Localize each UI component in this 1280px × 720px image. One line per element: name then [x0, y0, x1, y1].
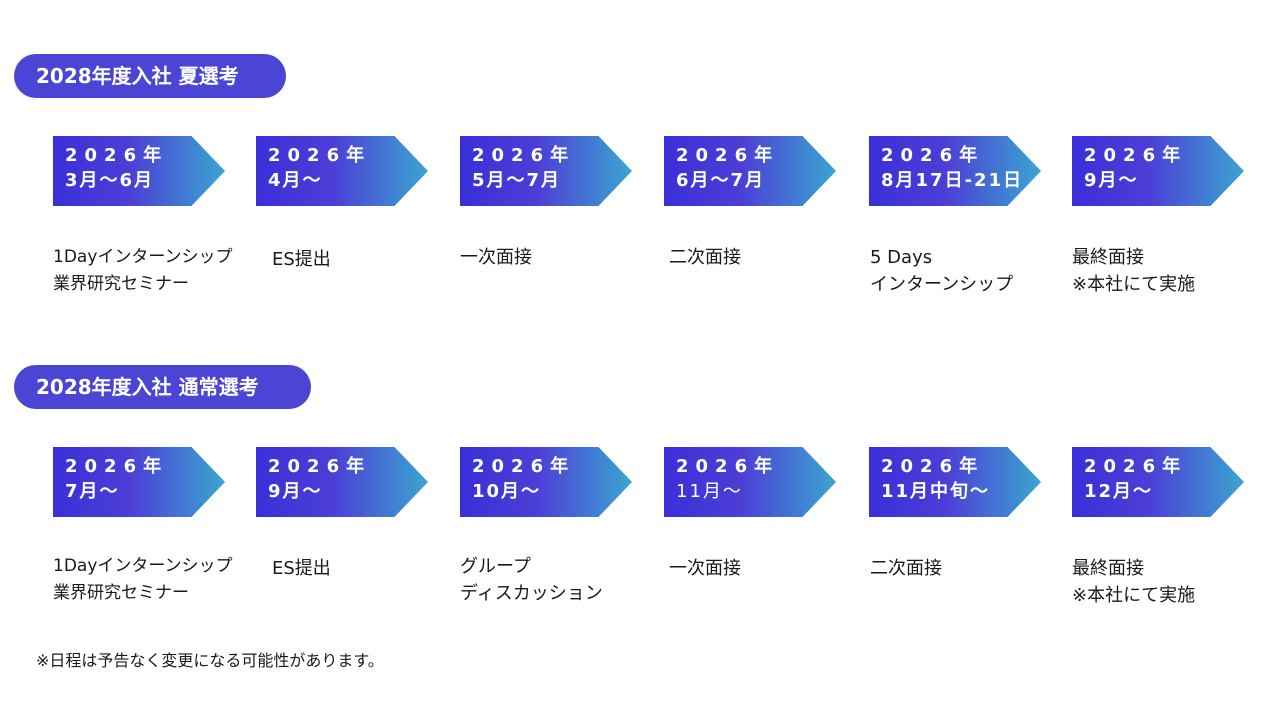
summer-step-2-period: 4月〜: [268, 170, 323, 191]
summer-step-3-period: 5月〜7月: [472, 170, 562, 191]
regular-selection-title: 2028年度入社 通常選考: [14, 365, 311, 409]
regular-step-2-year: 2026年: [268, 456, 372, 477]
summer-step-1-arrow: 2026年 3月〜6月: [53, 136, 225, 206]
summer-selection-title: 2028年度入社 夏選考: [14, 54, 286, 98]
regular-step-6-label: 最終面接 ※本社にて実施: [1072, 558, 1196, 606]
regular-step-3-year: 2026年: [472, 456, 576, 477]
regular-step-5-label: 二次面接: [870, 558, 942, 579]
regular-step-3-arrow: 2026年 10月〜: [460, 447, 632, 517]
regular-step-2-label: ES提出: [272, 558, 331, 579]
regular-step-1-year: 2026年: [65, 456, 169, 477]
summer-step-4-period: 6月〜7月: [676, 170, 766, 191]
summer-step-1-period: 3月〜6月: [65, 170, 155, 191]
regular-step-4-period: 11月〜: [676, 481, 743, 502]
summer-step-5-arrow: 2026年 8月17日-21日: [869, 136, 1041, 206]
regular-step-6-year: 2026年: [1084, 456, 1188, 477]
regular-step-3-period: 10月〜: [472, 481, 542, 502]
summer-step-2-year: 2026年: [268, 145, 372, 166]
regular-step-6-arrow: 2026年 12月〜: [1072, 447, 1244, 517]
summer-step-5-year: 2026年: [881, 145, 985, 166]
summer-step-4-label: 二次面接: [669, 247, 741, 268]
regular-step-4-label: 一次面接: [669, 558, 741, 579]
regular-step-3-label: グループ ディスカッション: [460, 556, 603, 604]
summer-step-4-year: 2026年: [676, 145, 780, 166]
regular-step-2-period: 9月〜: [268, 481, 323, 502]
summer-step-3-year: 2026年: [472, 145, 576, 166]
summer-step-5-period: 8月17日-21日: [881, 170, 1024, 191]
summer-step-3-label: 一次面接: [460, 247, 532, 268]
summer-step-6-period: 9月〜: [1084, 170, 1139, 191]
regular-step-4-year: 2026年: [676, 456, 780, 477]
regular-step-2-arrow: 2026年 9月〜: [256, 447, 428, 517]
regular-step-5-year: 2026年: [881, 456, 985, 477]
summer-step-2-arrow: 2026年 4月〜: [256, 136, 428, 206]
summer-step-6-arrow: 2026年 9月〜: [1072, 136, 1244, 206]
summer-step-6-label: 最終面接 ※本社にて実施: [1072, 247, 1196, 295]
summer-step-6-year: 2026年: [1084, 145, 1188, 166]
regular-step-5-arrow: 2026年 11月中旬〜: [869, 447, 1041, 517]
regular-step-1-label: 1Dayインターンシップ 業界研究セミナー: [53, 556, 233, 603]
summer-step-1-year: 2026年: [65, 145, 169, 166]
schedule-change-note: ※日程は予告なく変更になる可能性があります。: [36, 651, 384, 670]
regular-step-6-period: 12月〜: [1084, 481, 1154, 502]
regular-step-1-period: 7月〜: [65, 481, 120, 502]
summer-step-4-arrow: 2026年 6月〜7月: [664, 136, 836, 206]
summer-step-1-label: 1Dayインターンシップ 業界研究セミナー: [53, 247, 233, 294]
regular-step-1-arrow: 2026年 7月〜: [53, 447, 225, 517]
summer-step-3-arrow: 2026年 5月〜7月: [460, 136, 632, 206]
regular-step-4-arrow: 2026年 11月〜: [664, 447, 836, 517]
summer-step-5-label: 5 Days インターンシップ: [870, 247, 1014, 295]
summer-step-2-label: ES提出: [272, 249, 331, 270]
regular-step-5-period: 11月中旬〜: [881, 481, 991, 502]
